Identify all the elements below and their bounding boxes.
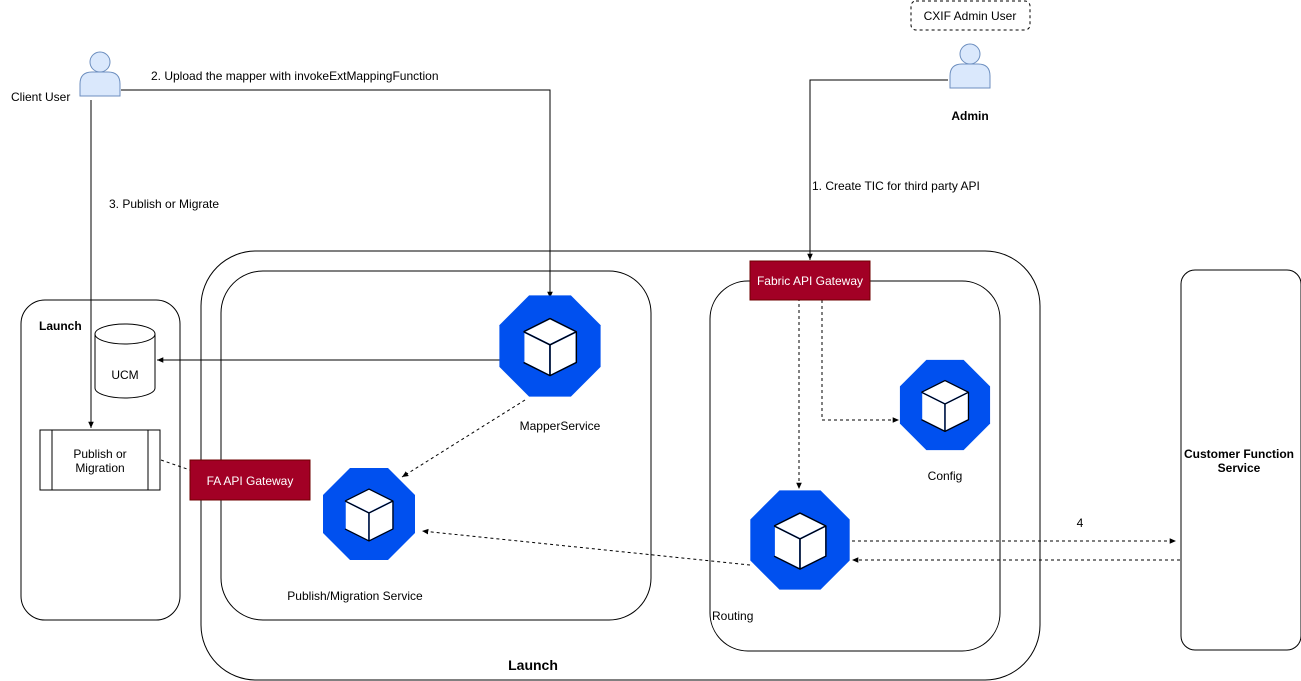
mapper-service-label: MapperService xyxy=(520,419,601,433)
publish-migration-label-1: Publish or xyxy=(73,447,126,461)
edge-step2-label: 2. Upload the mapper with invokeExtMappi… xyxy=(151,69,439,83)
publish-service-label: Publish/Migration Service xyxy=(287,589,423,603)
fabric-api-gateway: Fabric API Gateway xyxy=(749,260,871,301)
admin-person-icon xyxy=(949,43,991,89)
edge-mapper-to-publish xyxy=(401,399,526,478)
admin-label: Admin xyxy=(951,109,988,123)
client-user-person-icon xyxy=(79,51,121,97)
publish-migration-label-2: Migration xyxy=(75,461,124,475)
routing-label: Routing xyxy=(712,609,753,623)
customer-function-service: Customer Function Service xyxy=(1180,269,1301,651)
customer-function-label-2: Service xyxy=(1218,461,1261,475)
config-label: Config xyxy=(928,469,963,483)
fa-api-gateway: FA API Gateway xyxy=(189,459,311,501)
cxif-admin-label: CXIF Admin User xyxy=(924,9,1017,23)
edge-step4-label: 4 xyxy=(1077,516,1084,530)
edge-publish-box-to-fa-gateway xyxy=(160,459,191,471)
launch-main-title: Launch xyxy=(508,657,558,673)
fa-api-gateway-label: FA API Gateway xyxy=(207,474,294,488)
edge-step2: 2. Upload the mapper with invokeExtMappi… xyxy=(121,69,553,298)
config-pod-icon xyxy=(899,359,991,451)
gateway-cluster-container xyxy=(709,280,1001,652)
edge-step3-label: 3. Publish or Migrate xyxy=(109,197,219,211)
customer-function-label-1: Customer Function xyxy=(1184,447,1294,461)
cxif-admin-box: CXIF Admin User xyxy=(910,0,1031,31)
edge-step3: 3. Publish or Migrate xyxy=(88,100,219,428)
launch-left-title: Launch xyxy=(39,319,82,333)
routing-pod-icon xyxy=(749,489,851,591)
edge-step1: 1. Create TIC for third party API xyxy=(807,79,980,260)
publish-migration-process-box: Publish or Migration xyxy=(39,429,161,491)
ucm-label: UCM xyxy=(111,368,138,382)
mapper-service-pod-icon xyxy=(498,294,602,398)
ucm-database-cylinder-icon: UCM xyxy=(94,323,156,399)
fabric-api-gateway-label: Fabric API Gateway xyxy=(757,274,863,288)
publish-service-pod-icon xyxy=(322,467,416,561)
edge-step4: 4 xyxy=(852,516,1180,563)
client-user-label: Client User xyxy=(11,90,70,104)
edge-routing-to-publish xyxy=(421,528,751,566)
edge-step1-label: 1. Create TIC for third party API xyxy=(812,179,980,193)
edge-gateway-to-config xyxy=(821,300,899,423)
